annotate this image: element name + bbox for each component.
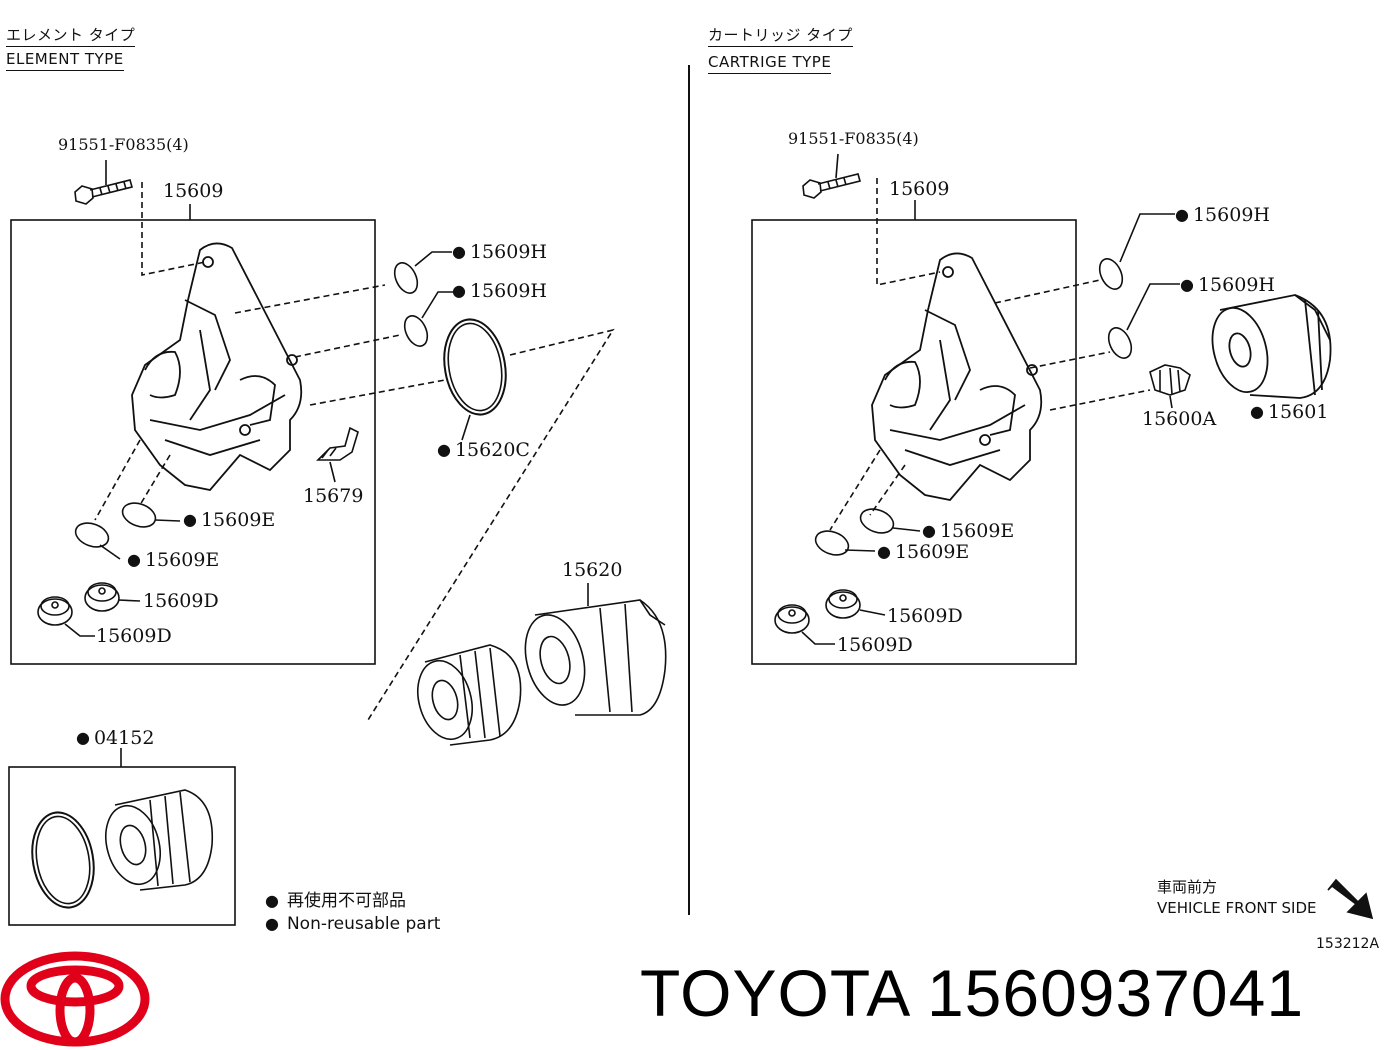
part-number-oring: 15609H: [1180, 276, 1275, 295]
part-number-kit: 04152: [76, 729, 154, 748]
plug-icon: [825, 589, 861, 619]
brand-title: TOYOTA 1560937041: [640, 960, 1304, 1026]
direction-en: VEHICLE FRONT SIDE: [1157, 899, 1317, 917]
o-ring-icon: [443, 318, 507, 416]
part-number-oring: 15609E: [183, 511, 275, 530]
part-number-oring: 15609E: [922, 522, 1014, 541]
legend-en: ●Non-reusable part: [265, 914, 441, 934]
bolt-icon-right: [802, 173, 861, 199]
section-title-en-right: CARTRIGE TYPE: [708, 53, 832, 74]
figure-code: 153212A: [1316, 936, 1380, 952]
filter-cap-icon: [524, 599, 667, 716]
o-ring-icon: [393, 262, 419, 294]
section-title-ja-right: カートリッジ タイプ: [708, 26, 853, 47]
part-number-filter: 15601: [1250, 403, 1328, 422]
part-number-bracket: 15679: [303, 485, 364, 507]
o-ring-icon: [31, 811, 95, 909]
part-number-oring: 15609E: [877, 543, 969, 562]
part-number-oring: 15609E: [127, 551, 219, 570]
part-number-housing: 15609: [163, 180, 224, 202]
plug-icon: [37, 596, 73, 626]
direction-ja: 車両前方: [1157, 878, 1218, 896]
part-number-oring: 15609H: [1175, 206, 1270, 225]
part-number-bolt: 91551-F0835(4): [788, 129, 919, 148]
legend-ja: ●再使用不可部品: [265, 891, 406, 911]
plug-icon: [774, 604, 810, 634]
part-number-oring: 15609H: [452, 282, 547, 301]
kit-frame: [8, 766, 236, 926]
o-ring-icon: [74, 522, 110, 548]
part-number-bolt: 91551-F0835(4): [58, 135, 189, 154]
housing-assembly-frame-left: [10, 219, 376, 665]
part-number-plug: 15609D: [143, 590, 219, 612]
toyota-logo: [0, 951, 150, 1047]
filter-element-icon: [417, 644, 522, 746]
part-number-housing: 15609: [889, 178, 950, 200]
part-number-cap: 15620: [562, 559, 623, 581]
part-number-oring: 15609H: [452, 243, 547, 262]
housing-assembly-frame-right: [751, 219, 1077, 665]
oil-filter-housing-left: [131, 242, 303, 491]
part-number-plug: 15609D: [96, 625, 172, 647]
o-ring-icon: [1098, 258, 1124, 290]
oil-filter-cartridge-icon: [1211, 294, 1332, 399]
part-number-title: 1560937041: [926, 956, 1305, 1030]
part-number-plug: 15609D: [837, 634, 913, 656]
o-ring-icon: [1107, 327, 1133, 359]
part-number-oring: 15620C: [437, 441, 530, 460]
filter-element-icon: [105, 789, 214, 891]
plug-icon: [84, 582, 120, 612]
bolt-icon-left: [74, 179, 133, 205]
union-bolt-icon: [1149, 364, 1191, 396]
o-ring-icon: [403, 315, 429, 347]
section-title-ja-left: エレメント タイプ: [6, 26, 136, 47]
direction-arrow-icon: [1327, 878, 1374, 920]
oil-filter-housing-right: [871, 252, 1043, 501]
o-ring-icon: [121, 502, 157, 528]
part-number-plug: 15609D: [887, 605, 963, 627]
section-title-en-left: ELEMENT TYPE: [6, 50, 124, 71]
o-ring-icon: [859, 508, 895, 534]
o-ring-icon: [814, 530, 850, 556]
bracket-icon: [316, 426, 359, 461]
part-number-union: 15600A: [1142, 408, 1217, 430]
brand-name: TOYOTA: [640, 956, 908, 1030]
